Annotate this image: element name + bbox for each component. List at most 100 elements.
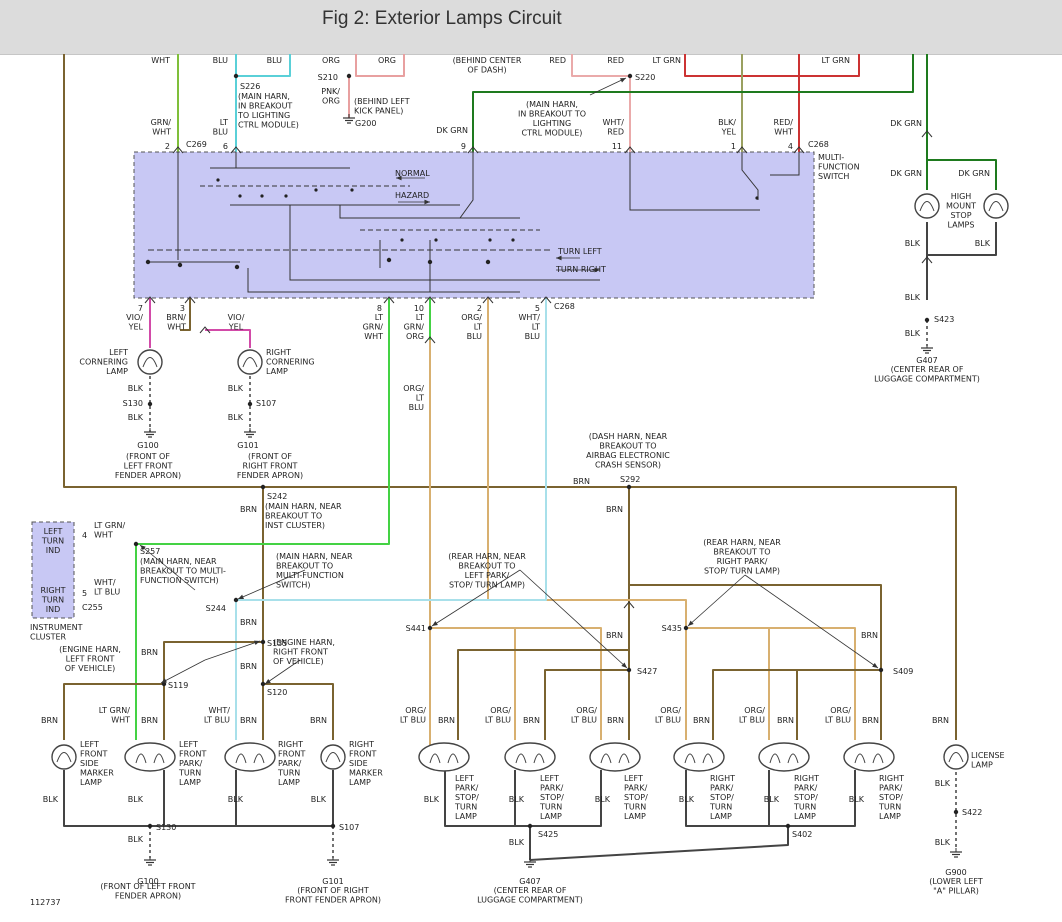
switch-contact-line <box>629 152 760 211</box>
label-cluster-s244_note: BREAKOUT TO <box>276 562 333 571</box>
label-cornering-vio_yel_right: YEL <box>228 323 244 332</box>
switch-contact <box>434 238 438 242</box>
label-rear-right_note: BREAKOUT TO <box>713 548 770 557</box>
bulb-filament <box>515 753 527 764</box>
label-front-blk3: BLK <box>228 795 244 804</box>
connector-mark <box>424 296 436 304</box>
single-bulb <box>943 744 969 770</box>
wire <box>487 298 687 740</box>
label-rear-lamp_right: LAMP <box>879 812 901 821</box>
wire <box>571 54 631 152</box>
bulb-filament <box>872 753 884 764</box>
label-rear-lamp_left: TURN <box>623 803 646 812</box>
label-hmsl-g407_note: LUGGAGE COMPARTMENT) <box>874 375 980 384</box>
label-rear-lamp_right: STOP/ <box>710 793 734 802</box>
splice-dot <box>260 681 266 687</box>
pin-label: 4 <box>788 142 793 151</box>
label-front-s119_note: LEFT FRONT <box>66 655 115 664</box>
label-front-s107: S107 <box>339 823 359 832</box>
bulb-filament <box>988 201 1004 212</box>
pin-label: 3 <box>180 304 185 313</box>
bulb-filament <box>684 753 696 764</box>
label-rear-g407_note: (CENTER REAR OF <box>494 886 567 895</box>
label-mid-s292: S292 <box>620 475 640 484</box>
label-rear-blk4: BLK <box>679 795 695 804</box>
dual-bulb <box>224 742 276 772</box>
label-cornering-g100_note: LEFT FRONT <box>124 462 173 471</box>
wire <box>63 770 334 827</box>
label-cluster-label: INSTRUMENT <box>30 623 83 632</box>
callout-arrowhead <box>265 678 271 684</box>
label-front-g101_note: FRONT FENDER APRON) <box>285 896 381 905</box>
callout-arrowhead <box>594 267 600 273</box>
label-top-red_wht: RED/ <box>774 118 794 127</box>
label-cornering-blk_left: BLK <box>128 384 144 393</box>
label-hmsl-blk_ground: BLK <box>905 329 921 338</box>
label-rear-s435: S435 <box>662 624 682 633</box>
label-cluster-s257_note: FUNCTION SWITCH) <box>140 576 219 585</box>
label-front-g100: G100 <box>137 877 158 886</box>
callout-line <box>431 569 521 627</box>
bulb-filament <box>253 753 265 764</box>
label-front-w_lt_grn_wht: WHT <box>111 716 130 725</box>
bulb-filament <box>533 753 545 764</box>
label-front-lamp3: TURN <box>277 769 300 778</box>
label-mid-lt_grn_wht: LT <box>375 313 383 322</box>
components <box>31 73 1009 868</box>
dual-bulb <box>418 742 470 772</box>
label-front-s135: S135 <box>267 639 287 648</box>
label-cluster-label: CLUSTER <box>30 633 67 642</box>
label-hmsl-blk_bottom: BLK <box>905 293 921 302</box>
label-front-lamp1: LAMP <box>80 778 102 787</box>
switch-contact <box>260 194 264 198</box>
label-mid-brn_s242: BRN <box>240 505 257 514</box>
label-rear-lamp_right: TURN <box>878 803 901 812</box>
label-top-pnk_org: ORG <box>322 97 340 106</box>
label-top-blk_yel: YEL <box>721 128 737 137</box>
label-top-s220_note: IN BREAKOUT TO <box>518 110 586 119</box>
switch-contact <box>400 238 404 242</box>
connector-mark <box>199 326 211 334</box>
label-front-blk5: BLK <box>128 835 144 844</box>
label-rear-lamp_right: RIGHT <box>710 774 735 783</box>
label-mid-s242: S242 <box>267 492 287 501</box>
wire <box>135 298 390 740</box>
label-top-g200: G200 <box>355 119 376 128</box>
callout-line <box>687 574 746 627</box>
label-mid-wht_lt_blu: WHT/ <box>518 313 540 322</box>
connector-mark <box>467 146 479 154</box>
splice-dot <box>145 259 151 265</box>
switch-contact-line <box>459 152 474 219</box>
label-cornering-g101_note: (FRONT OF <box>248 452 292 461</box>
switch-contact <box>755 196 759 200</box>
label-mid-org_lt_blu2: BLU <box>409 403 425 412</box>
connector-mark <box>921 130 933 138</box>
label-rear-g900_note: (LOWER LEFT <box>929 877 983 886</box>
label-top-behind_kick: (BEHIND LEFT <box>354 97 410 106</box>
wire <box>529 826 789 861</box>
label-hmsl-label: LAMPS <box>948 221 975 230</box>
label-rear-s425: S425 <box>538 830 558 839</box>
bulb-filament <box>787 753 799 764</box>
label-front-g101_note: (FRONT OF RIGHT <box>297 886 369 895</box>
callout-arrowhead <box>396 175 402 181</box>
label-rear-left_note: BREAKOUT TO <box>458 562 515 571</box>
label-rear-blk2: BLK <box>509 795 525 804</box>
splice-dot <box>878 667 884 673</box>
wire <box>444 770 602 827</box>
label-rear-s409: S409 <box>893 667 913 676</box>
label-hmsl-blk_right: BLK <box>975 239 991 248</box>
label-mid-s242_note: BREAKOUT TO <box>265 512 322 521</box>
label-top-c269: C269 <box>186 140 207 149</box>
bulb-filament <box>948 752 964 763</box>
bulb-filament <box>325 752 341 763</box>
label-top-grn_wht: WHT <box>152 128 171 137</box>
label-top-s220_note: CTRL MODULE) <box>522 129 583 138</box>
label-front-lamp2: TURN <box>178 769 201 778</box>
pin-label: 10 <box>414 304 424 313</box>
switch-contact <box>238 194 242 198</box>
label-mid-lt_grn_org: ORG <box>406 332 424 341</box>
splice-dot <box>247 401 253 407</box>
label-cluster-left_turn: LEFT <box>44 527 63 536</box>
